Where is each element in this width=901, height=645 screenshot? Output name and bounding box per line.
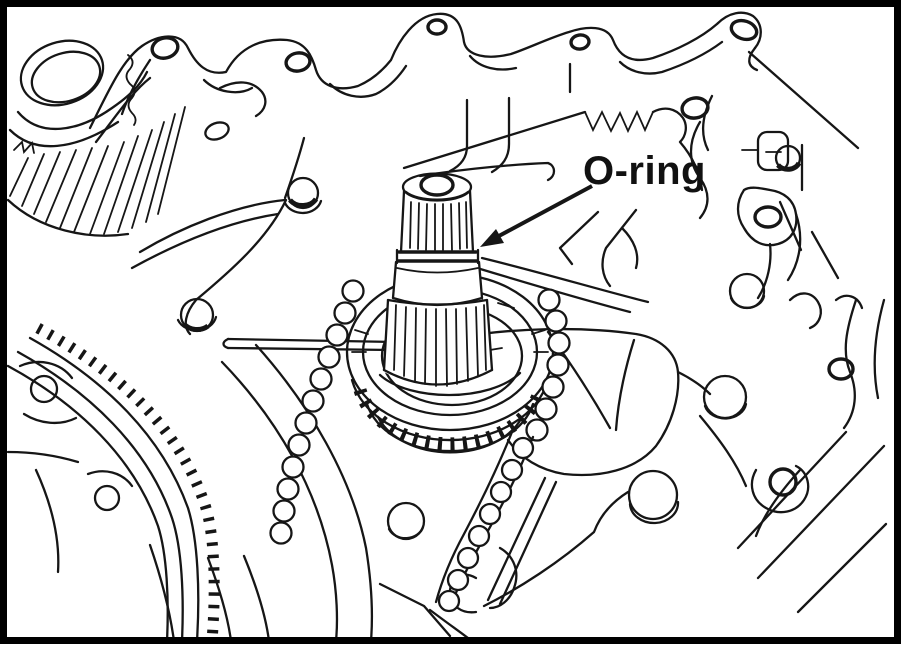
drive-sprocket bbox=[345, 272, 555, 454]
upper-splines bbox=[409, 201, 468, 251]
o-ring-arrow bbox=[496, 184, 593, 239]
sprocket-teeth bbox=[353, 388, 547, 451]
ring-gear-teeth bbox=[35, 323, 220, 642]
bolt-hole bbox=[150, 36, 180, 60]
lower-splines bbox=[393, 304, 487, 387]
o-ring-label: O-ring bbox=[583, 149, 706, 193]
bolt-head bbox=[756, 130, 790, 172]
o-ring-groove bbox=[395, 248, 480, 265]
helical-gear-teeth bbox=[9, 106, 186, 235]
bolt-hole bbox=[680, 96, 710, 120]
bolt-boss bbox=[627, 469, 679, 521]
chain-bottom-run bbox=[437, 436, 535, 613]
bolt-hole bbox=[768, 467, 798, 497]
drive-chain bbox=[269, 279, 571, 613]
ring-gear bbox=[6, 323, 374, 643]
shaded-bolts bbox=[176, 176, 323, 333]
chain-right-run bbox=[525, 288, 571, 442]
bolt-hole bbox=[93, 484, 121, 512]
shift-rod bbox=[222, 337, 398, 352]
bolt-hole bbox=[284, 51, 312, 73]
case-right-side bbox=[680, 50, 888, 614]
shaft-center-bore bbox=[419, 173, 455, 197]
chain-left-run bbox=[269, 279, 365, 545]
case-flange-top bbox=[88, 11, 762, 144]
o-ring-arrowhead bbox=[480, 229, 504, 247]
bolt-boss bbox=[702, 374, 748, 420]
bolt-hole bbox=[729, 18, 759, 42]
bolt-hole bbox=[753, 205, 783, 229]
o-ring-callout: O-ring bbox=[480, 149, 706, 247]
bolt-hole bbox=[29, 374, 59, 404]
bolt-hole bbox=[426, 18, 448, 36]
splined-shaft bbox=[382, 172, 494, 387]
bolt-hole bbox=[827, 357, 855, 381]
case-bottom-middle bbox=[378, 272, 766, 643]
bolt-hole bbox=[569, 33, 591, 51]
helical-gear bbox=[6, 39, 186, 237]
